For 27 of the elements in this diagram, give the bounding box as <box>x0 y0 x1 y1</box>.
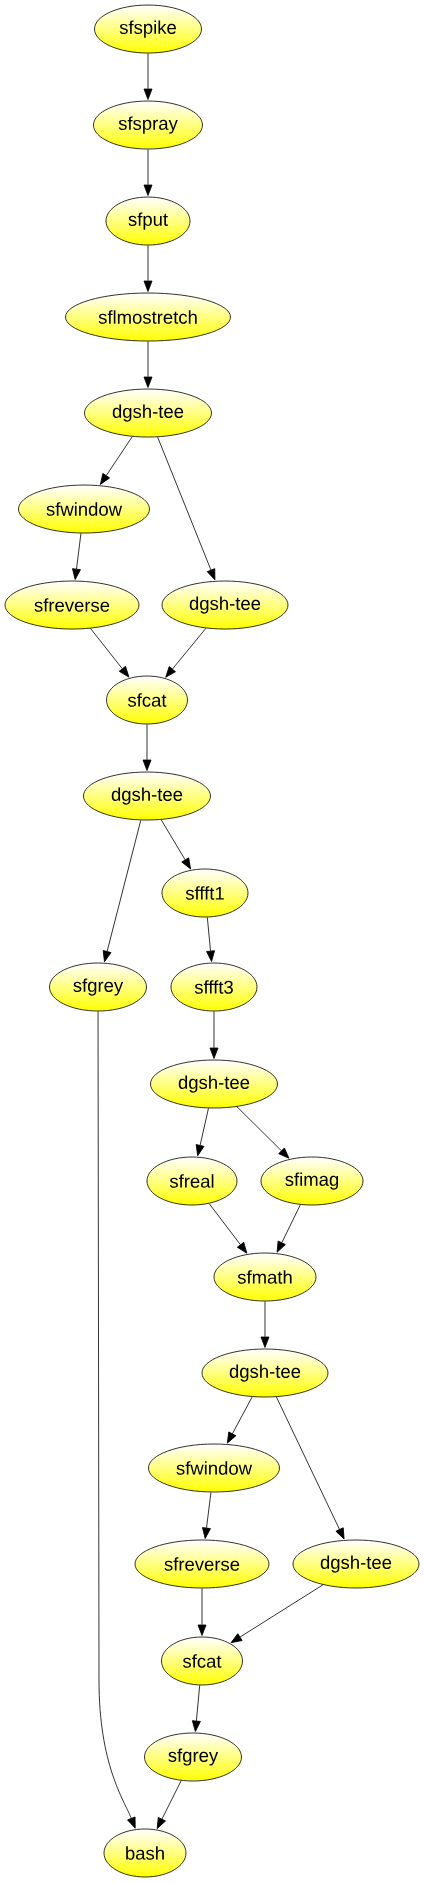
arrow <box>157 436 216 581</box>
arrow <box>100 436 133 485</box>
arrow <box>227 1396 253 1444</box>
arrow <box>102 819 142 963</box>
arrow <box>143 245 153 292</box>
arrow <box>90 628 130 678</box>
arrow <box>197 1588 207 1636</box>
arrow <box>206 917 215 962</box>
arrow <box>143 341 153 388</box>
arrow <box>143 53 153 100</box>
arrow <box>72 533 82 580</box>
arrow <box>260 1301 270 1348</box>
arrow <box>165 627 207 678</box>
arrow <box>160 819 191 870</box>
arrow <box>236 1106 290 1159</box>
arrow <box>143 149 153 196</box>
arrow <box>209 1011 219 1059</box>
arrow <box>276 1204 301 1253</box>
arrow <box>230 1584 324 1644</box>
arrow <box>276 1396 345 1540</box>
arrow <box>97 1011 136 1829</box>
arrow <box>208 1203 248 1254</box>
arrow <box>191 1684 201 1732</box>
arrow <box>142 724 152 771</box>
arrow <box>195 1107 209 1157</box>
arrow <box>202 1492 212 1539</box>
arrow <box>156 1780 182 1829</box>
